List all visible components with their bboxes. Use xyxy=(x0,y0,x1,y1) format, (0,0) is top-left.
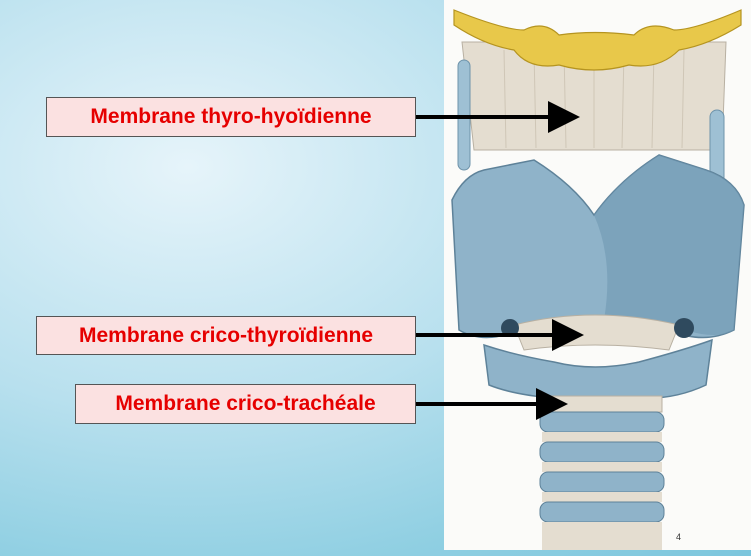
crico-tracheal-membrane xyxy=(541,395,663,413)
hyoid-bone xyxy=(453,9,742,71)
trachea xyxy=(539,395,665,550)
thyroid-cartilage-shade xyxy=(594,155,744,335)
tracheal-ring xyxy=(539,441,665,463)
tracheal-ring xyxy=(539,471,665,493)
left-superior-horn xyxy=(457,59,471,171)
tracheal-ring xyxy=(539,501,665,523)
right-cricothyroid-joint xyxy=(674,318,694,338)
label-crico-tracheal-membrane: Membrane crico-trachéale xyxy=(75,384,416,424)
label-thyro-hyoid-membrane: Membrane thyro-hyoïdienne xyxy=(46,97,416,137)
left-cricothyroid-joint xyxy=(501,319,519,337)
page-number: 4 xyxy=(676,532,682,542)
label-crico-thyroid-membrane: Membrane crico-thyroïdienne xyxy=(36,316,416,355)
crico-thyroid-membrane xyxy=(513,314,680,351)
tracheal-ring xyxy=(539,411,665,433)
larynx-illustration xyxy=(444,0,751,550)
